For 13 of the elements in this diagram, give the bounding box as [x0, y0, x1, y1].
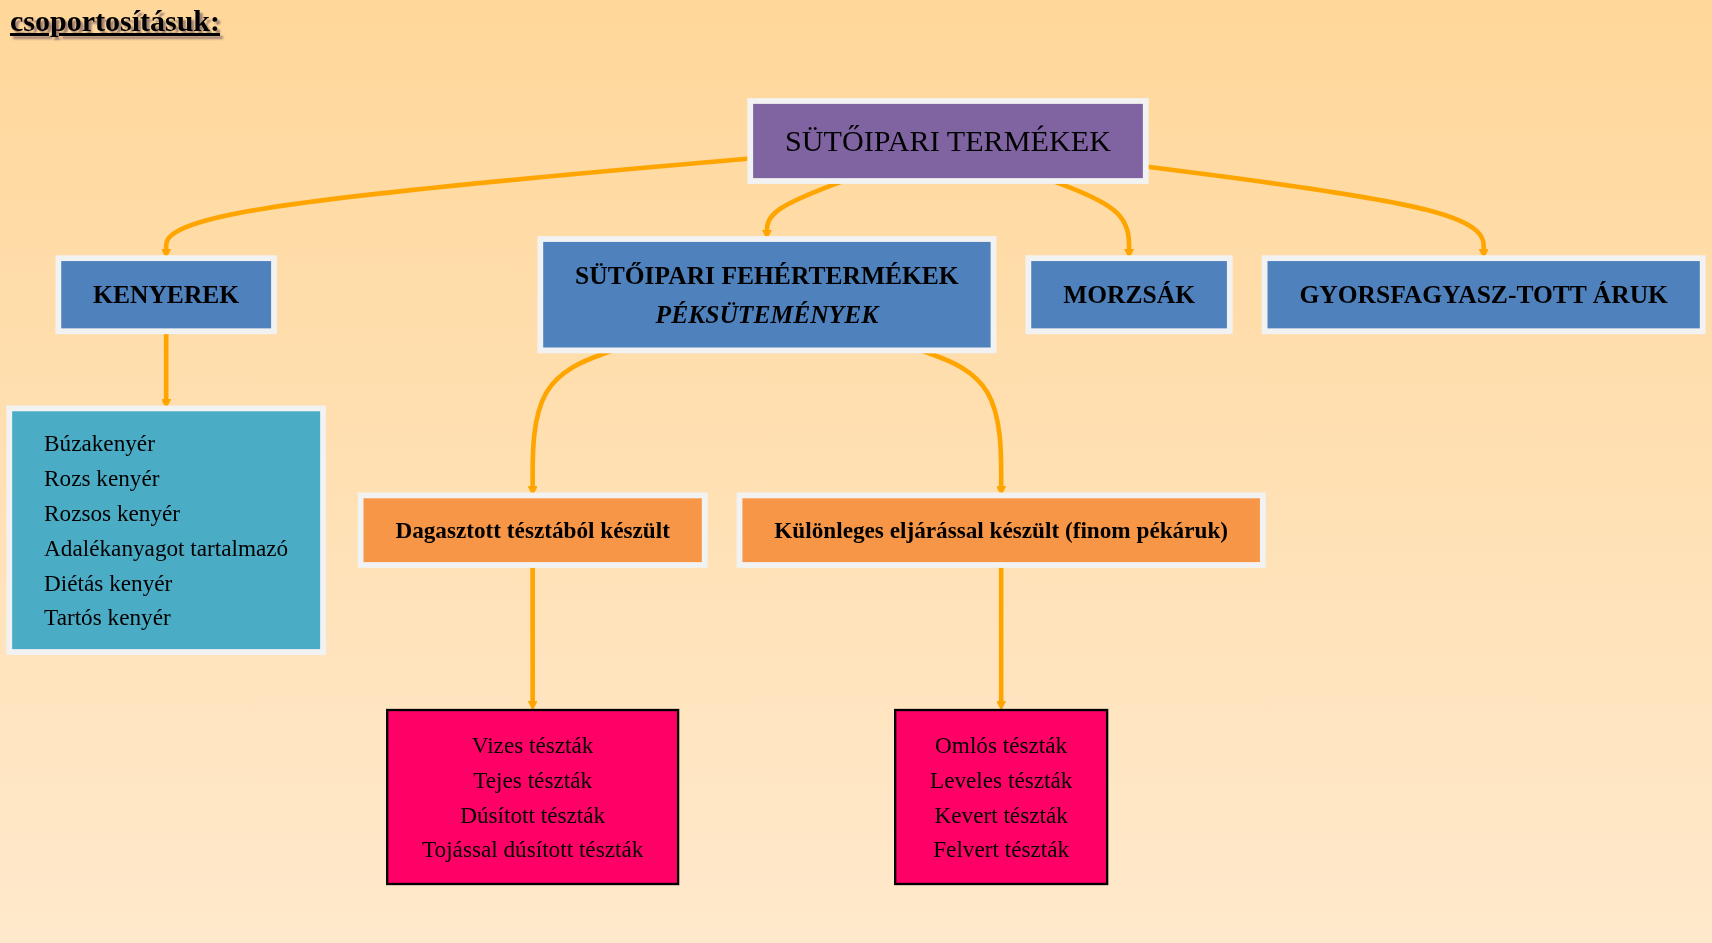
- node-box: Búzakenyér Rozs kenyér Rozsos kenyér Adalékanyagot tartalmazó Diétás kenyér Tartós kenyér: [6, 405, 326, 655]
- node-box: Vizes tészták Tejes tészták Dúsított tészták Tojással dúsított tészták: [386, 708, 680, 886]
- node-box: SÜTŐIPARI TERMÉKEK: [747, 98, 1149, 184]
- node-box: KENYEREK: [55, 255, 277, 335]
- node-box: Omlós tészták Leveles tészták Kevert tészták Felvert tészták: [894, 708, 1109, 886]
- arrow: [996, 565, 1007, 711]
- heading-text: csoportosításuk:: [10, 4, 220, 37]
- node-box: Dagasztott tésztából készült: [357, 492, 708, 568]
- node-box: MORZSÁK: [1025, 255, 1233, 335]
- node-box: SÜTŐIPARI FEHÉRTERMÉKEK PÉKSÜTEMÉNYEK: [537, 236, 997, 354]
- node-box: Különleges eljárással készült (finom pékáruk): [736, 492, 1266, 568]
- arrow: [527, 565, 538, 711]
- node-box: GYORSFAGYASZ-TOTT ÁRUK: [1261, 255, 1706, 335]
